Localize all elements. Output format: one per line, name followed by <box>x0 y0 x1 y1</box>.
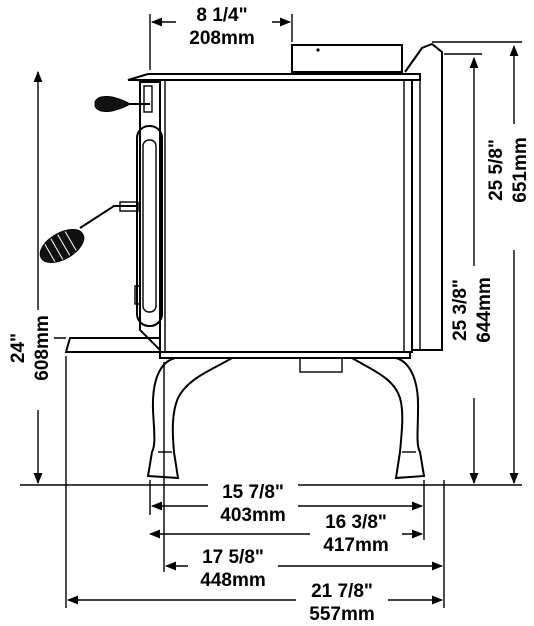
body-depth-imperial: 17 5/8" <box>202 547 264 568</box>
front-leg <box>146 357 236 480</box>
overall-height-imperial: 25 5/8" <box>486 139 507 201</box>
leg-span-imperial: 15 7/8" <box>222 482 284 503</box>
overall-height-metric: 651mm <box>510 137 531 203</box>
damper-handle <box>94 85 153 113</box>
foot-span-metric: 417mm <box>323 535 389 556</box>
door-handle <box>39 201 139 263</box>
flue-collar <box>291 44 403 73</box>
rear-leg <box>348 357 426 480</box>
dimension-lines <box>10 2 534 626</box>
hearth-height-metric: 608mm <box>32 315 53 381</box>
overall-depth-imperial: 21 7/8" <box>311 581 373 602</box>
body-depth-metric: 448mm <box>200 570 266 591</box>
overall-depth-metric: 557mm <box>309 604 375 625</box>
rear-heat-shield <box>404 42 443 351</box>
stove-body <box>159 79 413 353</box>
flue-height-metric: 644mm <box>474 277 495 343</box>
flue-offset-metric: 208mm <box>189 28 255 49</box>
ash-lip <box>64 337 161 353</box>
leg-span-metric: 403mm <box>220 505 286 526</box>
hearth-height-imperial: 24" <box>8 333 29 363</box>
stove-outline <box>39 42 443 480</box>
foot-span-imperial: 16 3/8" <box>325 512 387 533</box>
door-panel <box>136 125 163 327</box>
flue-height-imperial: 25 3/8" <box>450 279 471 341</box>
flue-offset-imperial: 8 1/4" <box>196 5 247 26</box>
bottom-plate <box>159 351 411 359</box>
dimension-labels: 8 1/4" 208mm 25 5/8" 651mm 25 3/8" 644mm… <box>8 5 531 625</box>
